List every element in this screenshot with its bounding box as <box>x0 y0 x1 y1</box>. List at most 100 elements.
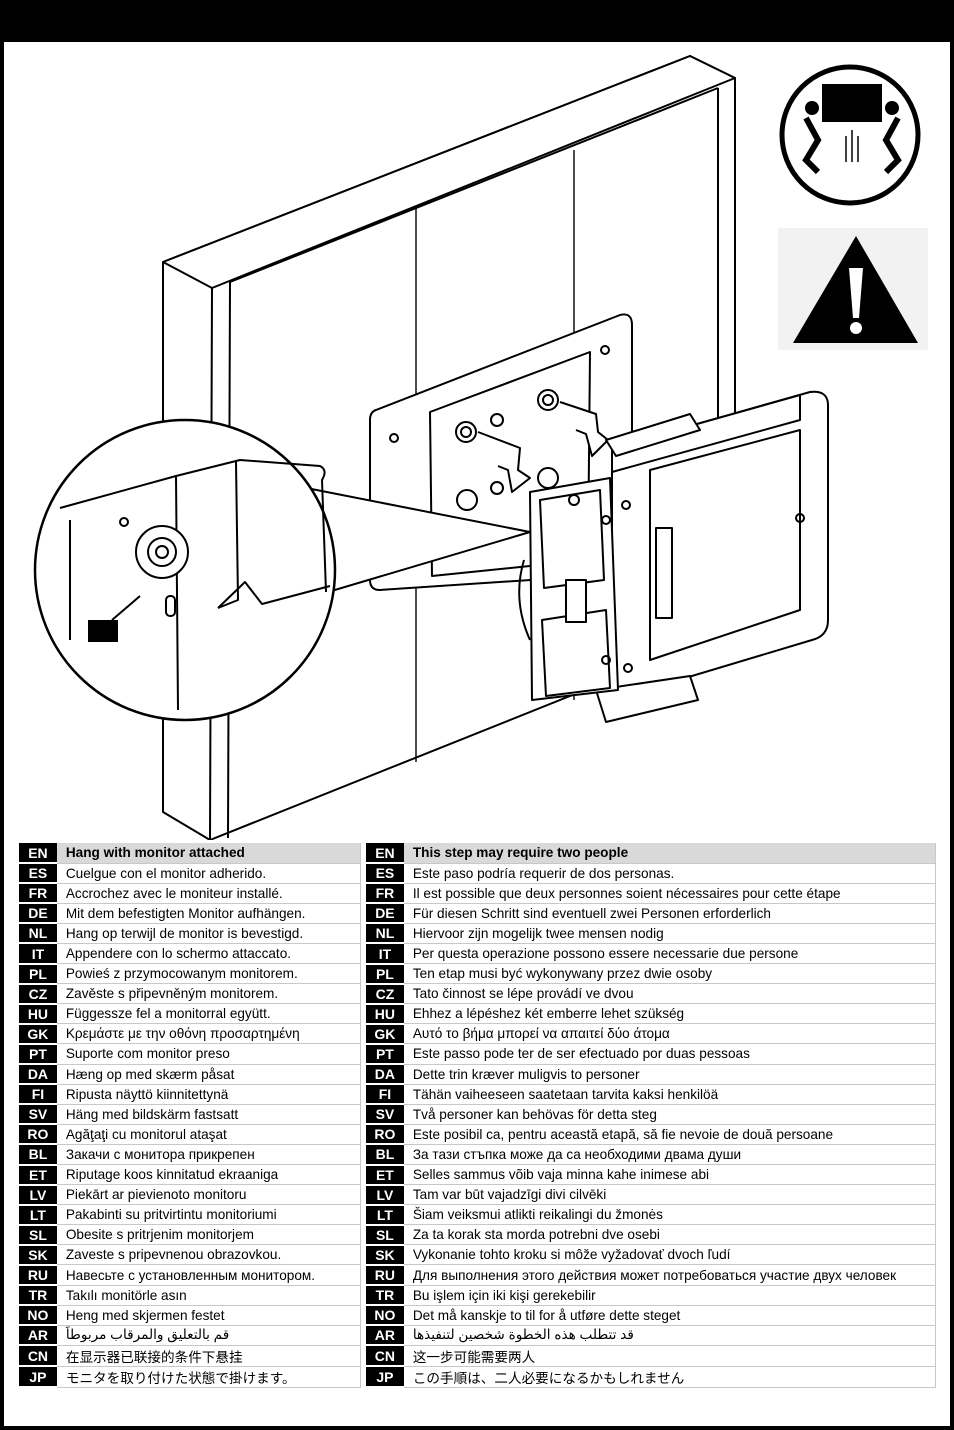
instruction-text: Suporte com monitor preso <box>56 1043 361 1065</box>
instruction-text: قم بالتعليق والمرقاب مربوطاً <box>56 1325 361 1346</box>
language-code: FI <box>366 1084 404 1106</box>
language-code: FR <box>366 883 404 905</box>
language-code: DA <box>19 1064 57 1086</box>
instruction-text: За тази стъпка може да са необходими два… <box>403 1144 936 1166</box>
instruction-text: Для выполнения этого действия может потр… <box>403 1264 936 1286</box>
language-code: PL <box>366 963 404 985</box>
instruction-text: Cuelgue con el monitor adherido. <box>56 863 361 884</box>
instruction-text: Zaveste s pripevnenou obrazovkou. <box>56 1244 361 1266</box>
language-code: RU <box>19 1264 57 1287</box>
instruction-text: Riputage koos kinnitatud ekraaniga <box>56 1164 361 1186</box>
language-code: RU <box>366 1264 404 1287</box>
language-code: FI <box>19 1084 57 1106</box>
language-code: SL <box>19 1224 57 1246</box>
instruction-text: Takılı monitörle asın <box>56 1285 361 1306</box>
language-code: AR <box>19 1325 57 1347</box>
instruction-text: Bu işlem için iki kişi gerekebilir <box>403 1285 936 1306</box>
instruction-text: قد تتطلب هذه الخطوة شخصين لتنفيذها <box>403 1325 936 1346</box>
language-code: DE <box>366 903 404 925</box>
warning-icon <box>778 228 928 350</box>
language-code: NL <box>366 923 404 945</box>
instruction-text: Für diesen Schritt sind eventuell zwei P… <box>403 903 936 924</box>
instruction-text: この手順は、二人必要になるかもしれません <box>403 1366 936 1388</box>
instruction-text: Agăţaţi cu monitorul ataşat <box>56 1124 361 1145</box>
language-code: TR <box>19 1285 57 1307</box>
language-code: PL <box>19 963 57 985</box>
language-code: RO <box>19 1124 57 1146</box>
language-code: HU <box>19 1003 57 1025</box>
instruction-text: Αυτό το βήμα μπορεί να απαιτεί δύο άτομα <box>403 1023 936 1045</box>
language-code: CN <box>19 1345 57 1368</box>
language-code: SK <box>19 1244 57 1266</box>
instruction-text: Appendere con lo schermo attaccato. <box>56 943 361 965</box>
language-code: PT <box>19 1043 57 1066</box>
language-code: HU <box>366 1003 404 1025</box>
instruction-text: Навесьте с установленным монитором. <box>56 1264 361 1286</box>
articulating-arm <box>518 390 829 723</box>
language-code: ES <box>366 863 404 885</box>
callout-label-box <box>88 620 118 642</box>
language-code: SV <box>366 1104 404 1126</box>
instruction-text: Powieś z przymocowanym monitorem. <box>56 963 361 985</box>
instruction-text: Obesite s pritrjenim monitorjem <box>56 1224 361 1246</box>
language-code: BL <box>19 1144 57 1166</box>
header-bar <box>0 0 954 42</box>
language-code: EN <box>366 843 404 865</box>
language-code: TR <box>366 1285 404 1307</box>
page-frame <box>0 42 954 1430</box>
language-code: LV <box>19 1184 57 1206</box>
instruction-text: Ten etap musi być wykonywany przez dwie … <box>403 963 936 985</box>
language-code: JP <box>366 1366 404 1389</box>
language-code: GK <box>19 1023 57 1045</box>
instruction-text: Det må kanskje to til for å utføre dette… <box>403 1305 936 1326</box>
instruction-text: Закачи с монитора прикрепен <box>56 1144 361 1166</box>
instruction-text: Este paso podría requerir de dos persona… <box>403 863 936 884</box>
language-code: GK <box>366 1023 404 1045</box>
language-code: LV <box>366 1184 404 1206</box>
instruction-text: Šiam veiksmui atlikti reikalingi du žmon… <box>403 1204 936 1226</box>
language-code: SV <box>19 1104 57 1126</box>
instruction-text: Tam var būt vajadzīgi divi cilvēki <box>403 1184 936 1206</box>
instruction-text: Ehhez a lépéshez két emberre lehet szüks… <box>403 1003 936 1025</box>
instruction-text: Este posibil ca, pentru această etapă, s… <box>403 1124 936 1145</box>
language-code: JP <box>19 1366 57 1389</box>
instruction-text: Este passo pode ter de ser efectuado por… <box>403 1043 936 1065</box>
instruction-text: モニタを取り付けた状態で掛けます。 <box>56 1366 361 1388</box>
language-code: ET <box>19 1164 57 1186</box>
mounting-illustration <box>33 55 928 840</box>
language-code: EN <box>19 843 57 865</box>
instruction-text: Heng med skjermen festet <box>56 1305 361 1326</box>
language-code: IT <box>19 943 57 965</box>
